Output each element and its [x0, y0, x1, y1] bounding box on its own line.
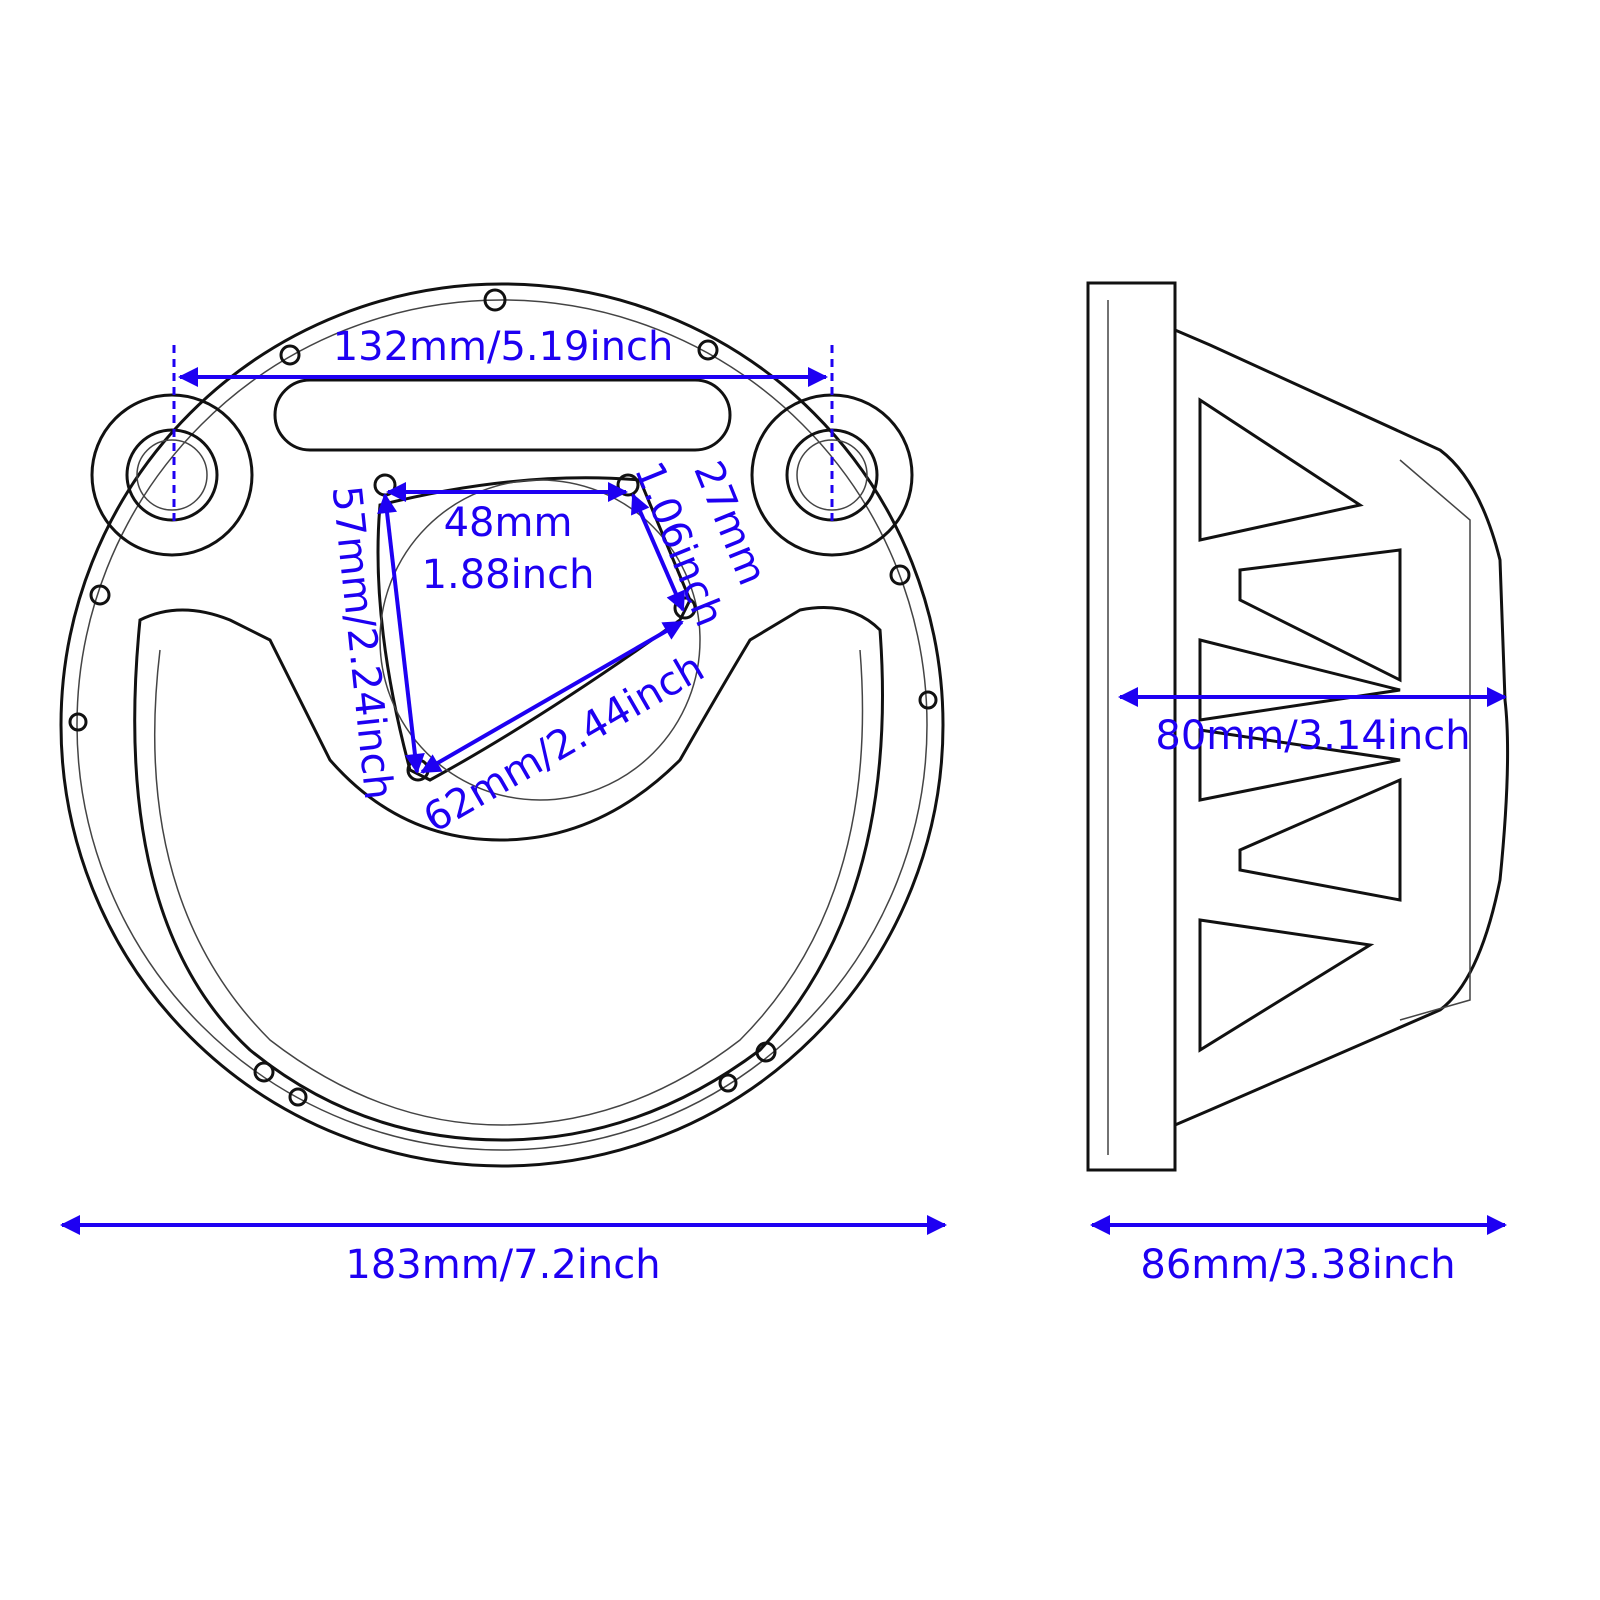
inner-depth-label: 80mm/3.14inch: [1155, 713, 1470, 759]
overall-depth-label: 86mm/3.38inch: [1140, 1242, 1455, 1288]
hole-diagonal-span-label: 62mm/2.44inch: [416, 645, 712, 842]
hole-diagonal-span-line: [420, 620, 684, 774]
dimension-lines: [60, 345, 1507, 1235]
hole-top-span-in-label: 1.88inch: [422, 552, 595, 598]
hole-left-span-line: [377, 493, 425, 774]
overall-width-label: 183mm/7.2inch: [345, 1242, 660, 1288]
hole-top-span-mm-label: 48mm: [444, 500, 573, 546]
bolt-span-label: 132mm/5.19inch: [333, 324, 674, 370]
air-cleaner-side-view: [1086, 281, 1510, 1172]
hole-right-span-line: [631, 493, 685, 612]
